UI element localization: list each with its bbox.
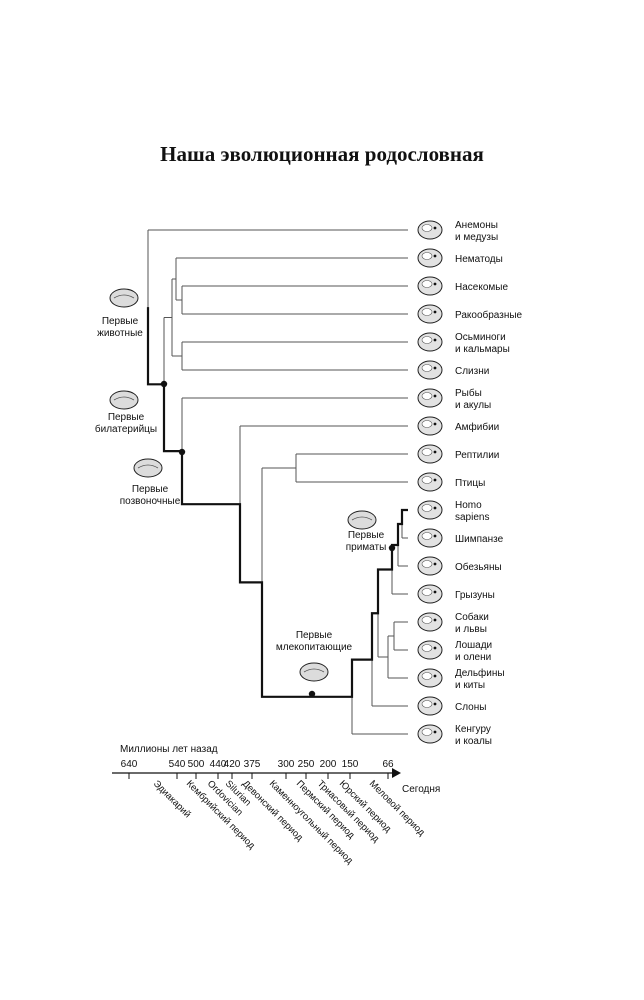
milestone-dot: [178, 448, 186, 456]
kangaroo-icon: [417, 724, 443, 744]
chimpanzee-icon: [417, 528, 443, 548]
tree-branch: [175, 257, 408, 301]
anemone-icon: [109, 288, 139, 308]
lizard-icon: [417, 444, 443, 464]
timeline-tick-label: 150: [342, 759, 359, 770]
tree-branch: [181, 285, 408, 315]
tree-branch: [171, 278, 182, 357]
leaf-label-reptiles: Рептилии: [455, 450, 499, 461]
leaf-label-rodents: Грызуны: [455, 590, 495, 601]
timeline-tick-label: 300: [278, 759, 295, 770]
tree-branch: [181, 341, 408, 371]
frog-icon: [417, 416, 443, 436]
tree-branch: [351, 659, 408, 735]
timeline-tick-label: 250: [298, 759, 315, 770]
tree-branch: [181, 397, 408, 505]
leaf-label-chimp: Шимпанзе: [455, 534, 504, 545]
monkey-icon: [417, 556, 443, 576]
timeline-tick-label: 66: [382, 759, 394, 770]
tree-branch: [397, 523, 408, 567]
tree-branch: [147, 229, 408, 385]
octopus-icon: [417, 332, 443, 352]
tree-branch: [371, 612, 408, 707]
timeline-label: Миллионы лет назад: [120, 744, 218, 755]
tree-branch: [393, 621, 408, 651]
tree-branch: [391, 544, 408, 595]
jellyfish-icon: [417, 220, 443, 240]
leaf-label-crustaceans: Ракообразные: [455, 309, 523, 321]
leaf-label-elephants: Слоны: [455, 702, 486, 713]
tree-branch: [387, 635, 408, 679]
leaf-label-nematodes: Нематоды: [455, 254, 503, 265]
fish-icon: [417, 388, 443, 408]
milestone-dot: [160, 380, 168, 388]
dog-icon: [417, 612, 443, 632]
timeline-arrow-icon: [392, 768, 401, 778]
leaf-label-slugs: Слизни: [455, 366, 489, 377]
tree-branch: [261, 467, 352, 698]
leaf-label-amphibians: Амфибии: [455, 421, 499, 433]
human-face-icon: [417, 500, 443, 520]
timeline-end-label: Сегодня: [402, 784, 440, 795]
elephant-icon: [417, 696, 443, 716]
leaf-icons: [417, 220, 443, 744]
timeline-tick-label: 375: [244, 759, 261, 770]
tree-branch: [295, 453, 408, 483]
early-primate-icon: [347, 510, 377, 530]
tree-branch: [377, 569, 392, 658]
crab-icon: [417, 304, 443, 324]
bird-icon: [417, 472, 443, 492]
leaf-label-birds: Птицы: [455, 478, 485, 489]
milestone-dot: [308, 690, 316, 698]
timeline-tick-label: 500: [188, 759, 205, 770]
tree-branch: [239, 425, 408, 583]
human-lineage-path: [146, 307, 408, 698]
dolphin-icon: [417, 668, 443, 688]
rodent-icon: [417, 584, 443, 604]
early-mammal-icon: [299, 662, 329, 682]
page-title: Наша эволюционная родословная: [160, 142, 484, 166]
tree-branches: [147, 229, 408, 735]
leaf-label-insects: Насекомые: [455, 282, 508, 293]
mayfly-icon: [417, 276, 443, 296]
milestone-icons: [109, 288, 377, 682]
timeline-tick-label: 420: [224, 759, 241, 770]
timeline-tick-label: 540: [169, 759, 186, 770]
timeline-tick-label: 200: [320, 759, 337, 770]
human-lineage-line: [146, 307, 408, 698]
milestone-dot: [388, 544, 396, 552]
worm-icon: [417, 248, 443, 268]
timeline-tick-label: 640: [121, 759, 138, 770]
slug-icon: [417, 360, 443, 380]
timeline-tick-label: 440: [210, 759, 227, 770]
early-vertebrate-icon: [133, 458, 163, 478]
horse-icon: [417, 640, 443, 660]
milestone-nodes: [160, 380, 396, 698]
bilaterian-worm-icon: [109, 390, 139, 410]
leaf-label-monkeys: Обезьяны: [455, 561, 502, 573]
